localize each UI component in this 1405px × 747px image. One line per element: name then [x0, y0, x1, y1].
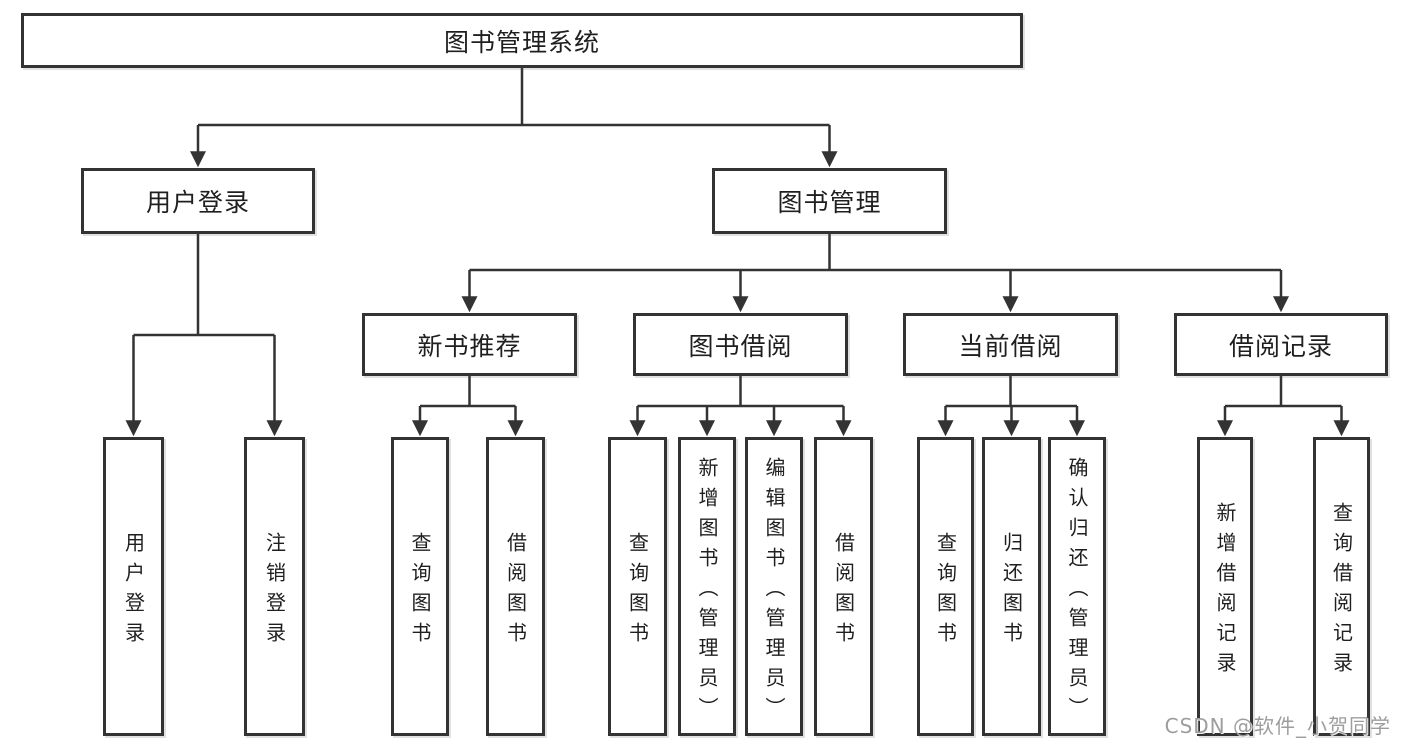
node-label: 查询借阅记录: [1329, 501, 1354, 682]
leaf-add-books-admin: 新增图书（管理员）: [678, 437, 736, 736]
node-book-borrowing: 图书借阅: [633, 313, 848, 376]
node-label: 借阅记录: [1228, 331, 1333, 361]
leaf-logout: 注销登录: [244, 437, 305, 736]
leaf-return-books: 归还图书: [982, 437, 1041, 736]
node-label: 新增借阅记录: [1213, 501, 1237, 682]
leaf-recommend-query-books: 查询图书: [391, 437, 449, 736]
node-new-book-recommend: 新书推荐: [362, 313, 577, 376]
node-label: 查询图书: [408, 531, 432, 652]
node-borrowing-records: 借阅记录: [1174, 313, 1388, 376]
node-label: 借阅图书: [503, 531, 528, 652]
node-label: 新书推荐: [417, 331, 522, 361]
node-user-login: 用户登录: [81, 168, 315, 234]
node-current-borrowing: 当前借阅: [903, 313, 1118, 376]
node-label: 查询图书: [933, 531, 958, 652]
leaf-borrowing-query-books: 查询图书: [608, 437, 667, 736]
node-label: 图书管理: [777, 188, 882, 217]
leaf-user-login: 用户登录: [103, 437, 164, 736]
node-label: 借阅图书: [831, 531, 856, 652]
leaf-add-borrow-record: 新增借阅记录: [1197, 437, 1253, 736]
node-label: 新增图书（管理员）: [695, 456, 719, 727]
node-label: 图书借阅: [688, 331, 793, 361]
node-label: 确认归还（管理员）: [1065, 456, 1089, 727]
node-label: 当前借阅: [958, 331, 1063, 361]
node-label: 归还图书: [999, 531, 1024, 652]
csdn-watermark: CSDN @软件_小贺同学: [1164, 714, 1391, 738]
node-label: 图书管理系统: [443, 27, 600, 57]
leaf-query-borrow-record: 查询借阅记录: [1313, 437, 1370, 736]
node-label: 用户登录: [145, 188, 250, 217]
leaf-borrowing-borrow-books: 借阅图书: [814, 437, 873, 736]
leaf-confirm-return-admin: 确认归还（管理员）: [1048, 437, 1106, 736]
node-root-system: 图书管理系统: [21, 13, 1023, 68]
node-label: 注销登录: [262, 531, 287, 652]
leaf-edit-books-admin: 编辑图书（管理员）: [745, 437, 803, 736]
leaf-recommend-borrow-books: 借阅图书: [486, 437, 545, 736]
node-label: 查询图书: [625, 531, 650, 652]
node-label: 用户登录: [121, 531, 146, 652]
leaf-current-query-books: 查询图书: [917, 437, 974, 736]
node-label: 编辑图书（管理员）: [762, 456, 786, 727]
node-book-management: 图书管理: [712, 168, 947, 234]
